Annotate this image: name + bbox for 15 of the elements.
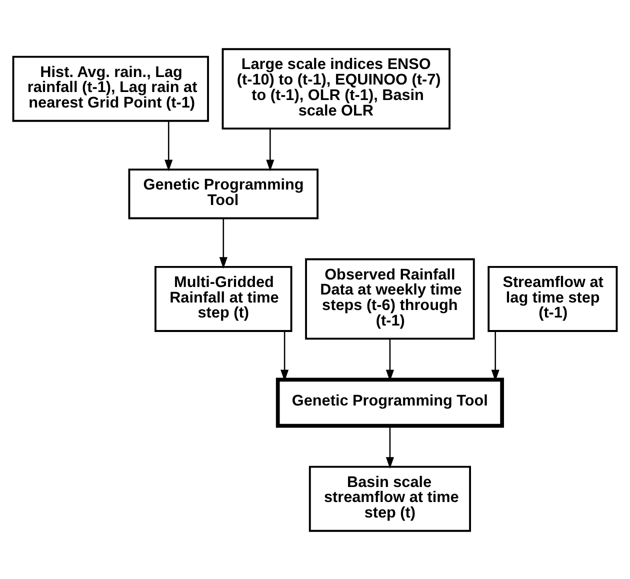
arrow xyxy=(266,128,274,171)
arrow xyxy=(386,426,394,468)
node-box: Basin scale streamflow at time step (t) xyxy=(308,465,471,532)
arrow xyxy=(280,330,289,381)
arrow xyxy=(219,218,228,268)
arrow xyxy=(386,338,394,381)
arrow xyxy=(491,330,500,381)
node-box: Genetic Programming Tool xyxy=(276,377,504,428)
node-box: Hist. Avg. rain., Lag rainfall (t-1), Lag rain at nearest Grid Point (t-1) xyxy=(12,55,209,122)
node-box: Multi-Gridded Rainfall at time step (t) xyxy=(154,265,292,332)
node-box: Streamflow at lag time step (t-1) xyxy=(488,265,618,332)
node-box: Observed Rainfall Data at weekly time steps (t-6) through (t-1) xyxy=(305,258,475,340)
arrow xyxy=(164,120,173,171)
node-box: Genetic Programming Tool xyxy=(128,168,319,219)
node-box: Large scale indices ENSO (t-10) to (t-1), EQUINOO (t-7) to (t-1), OLR (t-1), Basin scale OLR xyxy=(222,48,450,130)
